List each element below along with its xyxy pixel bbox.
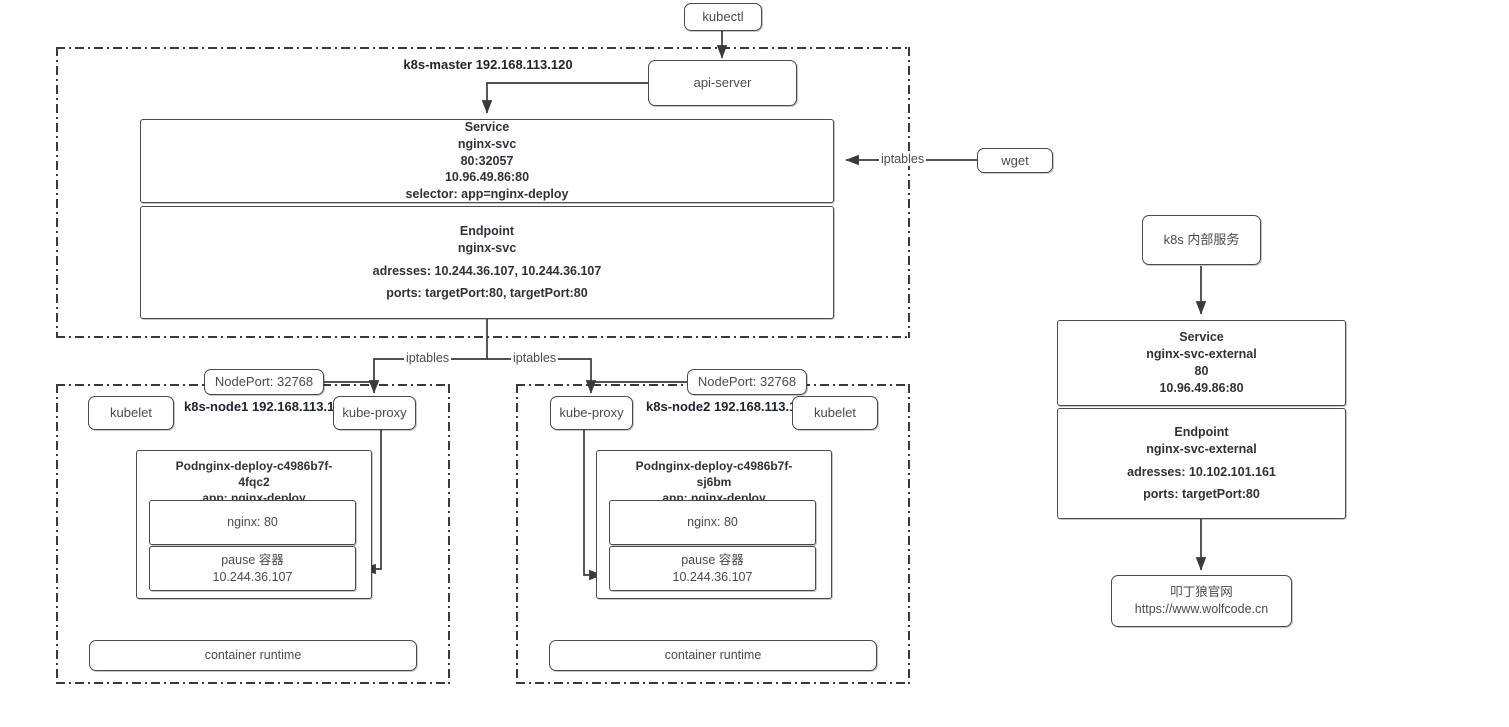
node1-pod-name-line1: Podnginx-deploy-c4986b7f- xyxy=(175,459,333,473)
service-selector: selector: app=nginx-deploy xyxy=(405,187,569,202)
external-endpoint-title: Endpoint xyxy=(1174,424,1229,439)
node1-container-runtime-box[interactable]: container runtime xyxy=(89,640,417,671)
k8s-node2-name-text: k8s-node2 xyxy=(646,399,711,414)
iptables-label-node2: iptables xyxy=(511,351,559,365)
wolfcode-site-url: https://www.wolfcode.cn xyxy=(1134,602,1269,616)
node1-pause-ip: 10.244.36.107 xyxy=(212,569,293,584)
node1-kube-proxy-box[interactable]: kube-proxy xyxy=(333,396,416,430)
node1-container-runtime-label: container runtime xyxy=(204,648,302,663)
endpoint-name: nginx-svc xyxy=(457,240,517,255)
k8s-node1-name: k8s-node1 192.168.113.121 xyxy=(184,398,349,416)
node1-kube-proxy-label: kube-proxy xyxy=(342,405,407,421)
service-ports: 80:32057 xyxy=(460,153,514,168)
service-cluster-ip: 10.96.49.86:80 xyxy=(444,170,530,185)
api-server-label: api-server xyxy=(693,75,752,91)
node2-nginx-container-box[interactable]: nginx: 80 xyxy=(609,500,816,545)
wolfcode-site-box[interactable]: 叩丁狼官网 https://www.wolfcode.cn xyxy=(1111,575,1292,627)
iptables-label-node1: iptables xyxy=(404,351,452,365)
wget-label: wget xyxy=(1001,152,1029,168)
node1-pod-name-line2: 4fqc2 xyxy=(238,475,270,490)
node2-pause-ip: 10.244.36.107 xyxy=(672,569,753,584)
node1-kubelet-label: kubelet xyxy=(110,405,152,421)
endpoint-addresses: adresses: 10.244.36.107, 10.244.36.107 xyxy=(372,263,602,278)
node2-container-runtime-box[interactable]: container runtime xyxy=(549,640,877,671)
external-endpoint-ports: ports: targetPort:80 xyxy=(1143,487,1260,502)
service-title: Service xyxy=(464,119,510,134)
service-name: nginx-svc xyxy=(457,136,517,151)
external-service-port: 80 xyxy=(1194,364,1209,378)
external-service-cluster-ip: 10.96.49.86:80 xyxy=(1159,380,1244,395)
kubectl-label: kubectl xyxy=(702,9,744,25)
service-nginx-svc-box[interactable]: Service nginx-svc 80:32057 10.96.49.86:8… xyxy=(140,119,834,203)
k8s-master-ip-text: 192.168.113.120 xyxy=(475,57,573,72)
node2-kubelet-box[interactable]: kubelet xyxy=(792,396,878,430)
k8s-master-name-text: k8s-master xyxy=(403,57,473,72)
kubectl-box[interactable]: kubectl xyxy=(684,3,762,31)
wget-box[interactable]: wget xyxy=(977,148,1053,173)
node1-nodeport-label: NodePort: 32768 xyxy=(214,374,314,390)
node1-nginx-container-label: nginx: 80 xyxy=(227,515,278,530)
node2-kube-proxy-label: kube-proxy xyxy=(559,405,624,421)
node2-nginx-container-label: nginx: 80 xyxy=(687,515,738,530)
endpoint-nginx-svc-external-box[interactable]: Endpoint nginx-svc-external adresses: 10… xyxy=(1057,408,1346,519)
k8s-internal-service-box[interactable]: k8s 内部服务 xyxy=(1142,215,1261,265)
service-nginx-svc-external-box[interactable]: Service nginx-svc-external 80 10.96.49.8… xyxy=(1057,320,1346,406)
external-endpoint-addresses: adresses: 10.102.101.161 xyxy=(1127,464,1276,479)
k8s-node1-name-text: k8s-node1 xyxy=(184,399,249,414)
node2-pause-title: pause 容器 xyxy=(681,552,744,567)
node2-pause-container-box[interactable]: pause 容器 10.244.36.107 xyxy=(609,546,816,591)
node2-pod-name-line1: Podnginx-deploy-c4986b7f- xyxy=(635,459,793,473)
node1-kubelet-box[interactable]: kubelet xyxy=(88,396,174,430)
node2-nodeport-box[interactable]: NodePort: 32768 xyxy=(687,369,807,395)
k8s-master-name: k8s-master 192.168.113.120 xyxy=(398,56,578,74)
external-service-name: nginx-svc-external xyxy=(1146,347,1257,362)
node1-nodeport-box[interactable]: NodePort: 32768 xyxy=(204,369,324,395)
k8s-internal-service-label: k8s 内部服务 xyxy=(1163,232,1240,248)
wolfcode-site-title: 叩丁狼官网 xyxy=(1170,585,1233,600)
node1-nginx-container-box[interactable]: nginx: 80 xyxy=(149,500,356,545)
node2-pod-name-line2: sj6bm xyxy=(696,475,732,490)
external-endpoint-name: nginx-svc-external xyxy=(1146,441,1257,456)
k8s-node1-ip-text: 192.168.113.121 xyxy=(251,399,349,414)
node1-pause-title: pause 容器 xyxy=(221,552,284,567)
iptables-label-wget: iptables xyxy=(879,152,927,166)
external-service-title: Service xyxy=(1179,330,1224,345)
k8s-node2-name: k8s-node2 192.168.113.122 xyxy=(646,398,811,416)
node2-container-runtime-label: container runtime xyxy=(664,648,762,663)
node2-kube-proxy-box[interactable]: kube-proxy xyxy=(550,396,633,430)
node2-kubelet-label: kubelet xyxy=(814,405,856,421)
k8s-node2-ip-text: 192.168.113.122 xyxy=(713,399,811,414)
node1-pause-container-box[interactable]: pause 容器 10.244.36.107 xyxy=(149,546,356,591)
endpoint-nginx-svc-box[interactable]: Endpoint nginx-svc adresses: 10.244.36.1… xyxy=(140,206,834,319)
api-server-box[interactable]: api-server xyxy=(648,60,797,106)
node2-nodeport-label: NodePort: 32768 xyxy=(697,374,797,390)
endpoint-title: Endpoint xyxy=(459,223,515,238)
endpoint-ports: ports: targetPort:80, targetPort:80 xyxy=(386,286,588,301)
